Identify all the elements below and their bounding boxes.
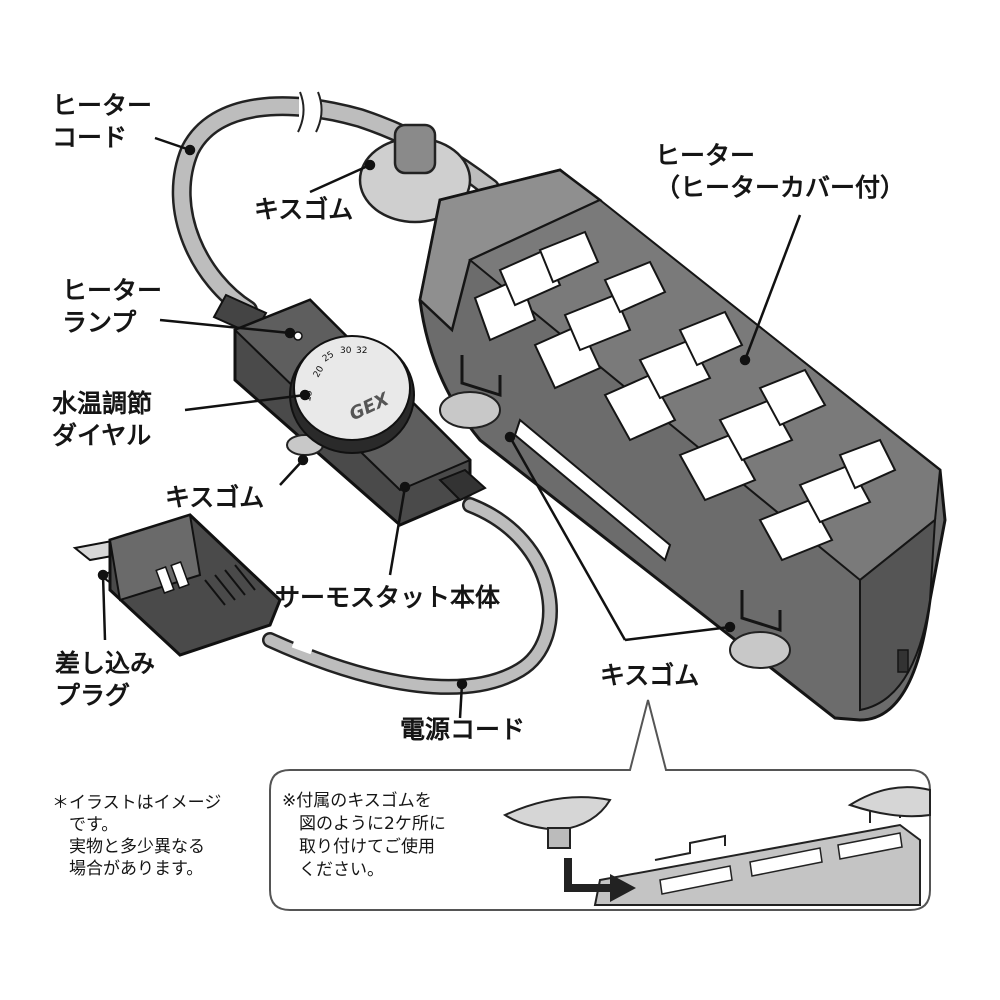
label-kiss-gum-bottom: キスゴム (600, 661, 700, 690)
label-heater-cord: ヒーター コード (52, 91, 153, 152)
power-cord-drawing (262, 497, 558, 695)
heater-drawing (418, 168, 947, 722)
label-plug: 差し込み プラグ (55, 649, 156, 710)
dial-scale-32: 32 (356, 346, 367, 356)
dial-scale-30: 30 (340, 346, 352, 356)
label-heater: ヒーター （ヒーターカバー付） (655, 141, 906, 202)
label-thermostat-body: サーモスタット本体 (275, 583, 501, 612)
label-kiss-gum-top: キスゴム (254, 195, 354, 224)
leader-lines (97, 136, 802, 719)
suction-cup-heater-drawing (439, 391, 791, 669)
label-power-cord: 電源コード (400, 715, 526, 744)
attach-note: ※付属のキスゴムを 図のように2ケ所に 取り付けてご使用 ください。 (282, 791, 446, 880)
dial-drawing: 15 20 25 30 32 GEX (289, 335, 415, 454)
label-kiss-gum-mid: キスゴム (165, 483, 265, 512)
illustration-note: ＊イラストはイメージ です。 実物と多少異なる 場合があります。 (52, 793, 222, 879)
label-dial: 水温調節 ダイヤル (52, 389, 153, 450)
label-heater-lamp: ヒーター ランプ (62, 276, 163, 337)
callout-detail-drawing (502, 786, 931, 906)
plug-drawing (72, 513, 282, 657)
